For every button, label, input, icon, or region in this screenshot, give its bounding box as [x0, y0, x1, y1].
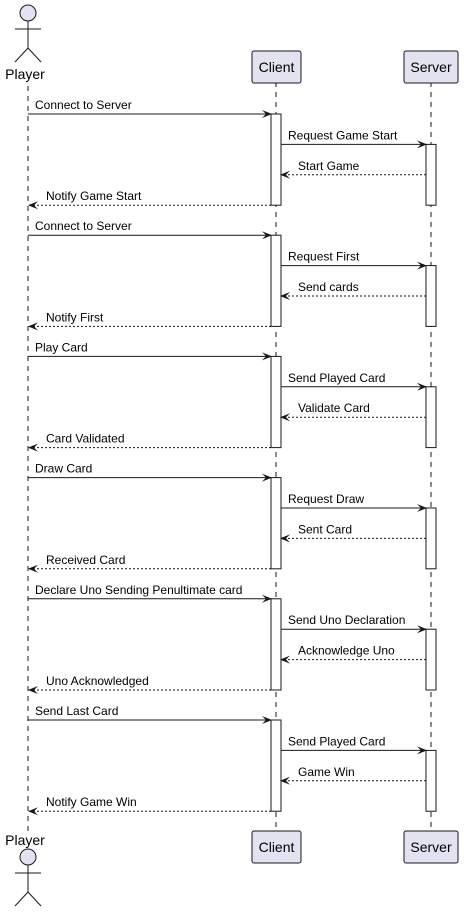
message: Start Game — [280, 159, 426, 179]
server-participant-bottom: Server — [403, 830, 459, 864]
server-activation-bar — [425, 386, 437, 449]
message-label: Request First — [288, 250, 360, 264]
message: Send Uno Declaration — [281, 613, 427, 634]
message-label: Card Validated — [46, 432, 125, 446]
message-label: Validate Card — [298, 401, 370, 415]
client-activation-bar — [270, 234, 282, 327]
message: Send Last Card — [28, 704, 272, 724]
message-label: Send Played Card — [288, 734, 385, 748]
server-activation-bar — [425, 143, 437, 206]
server-label-top: Server — [410, 59, 452, 75]
client-participant-top: Client — [251, 50, 302, 84]
message-label: Start Game — [298, 159, 360, 173]
message: Send cards — [280, 280, 426, 300]
client-activation-bar — [270, 477, 282, 570]
message: Draw Card — [28, 462, 272, 482]
player-actor-top: Player — [5, 4, 45, 82]
player-actor-bottom: Player — [5, 832, 45, 907]
message-label: Game Win — [298, 765, 355, 779]
message: Declare Uno Sending Penultimate card — [28, 583, 272, 603]
message: Request Draw — [281, 492, 427, 512]
client-label-top: Client — [259, 59, 295, 75]
message: Send Played Card — [281, 734, 427, 755]
stick-figure-icon — [14, 848, 42, 907]
message: Received Card — [28, 553, 271, 573]
message-label: Acknowledge Uno — [298, 644, 395, 658]
message: Connect to Server — [28, 98, 272, 118]
message-label: Received Card — [46, 553, 125, 567]
message: Send Played Card — [281, 371, 427, 391]
message: Validate Card — [280, 401, 426, 422]
player-label-top: Player — [5, 66, 45, 82]
message-label: Send cards — [298, 280, 359, 294]
message: Play Card — [28, 340, 272, 361]
message: Uno Acknowledged — [28, 674, 271, 694]
message-label: Play Card — [35, 340, 88, 354]
message-label: Send Played Card — [288, 371, 385, 385]
client-activation-bar — [270, 719, 282, 812]
message: Request First — [281, 250, 427, 270]
stick-figure-icon — [14, 4, 42, 63]
message-label: Draw Card — [35, 462, 92, 476]
message-label: Send Uno Declaration — [288, 613, 405, 627]
player-label-bottom: Player — [5, 832, 45, 848]
server-activation-bar — [425, 507, 437, 570]
message-label: Connect to Server — [35, 98, 132, 112]
server-label-bottom: Server — [410, 839, 452, 855]
activations — [270, 113, 437, 812]
message: Card Validated — [28, 432, 271, 452]
server-participant-top: Server — [403, 50, 459, 84]
client-label-bottom: Client — [259, 839, 295, 855]
server-activation-bar — [425, 628, 437, 691]
server-activation-bar — [425, 265, 437, 327]
message-label: Request Draw — [288, 492, 364, 506]
message: Notify First — [28, 310, 271, 331]
message: Notify Game Win — [28, 795, 271, 816]
message-label: Connect to Server — [35, 219, 132, 233]
message: Request Game Start — [281, 128, 427, 149]
message: Connect to Server — [28, 219, 272, 240]
client-activation-bar — [270, 598, 282, 691]
message-label: Request Game Start — [288, 128, 398, 142]
message: Acknowledge Uno — [280, 644, 426, 664]
message: Game Win — [280, 765, 426, 785]
message-label: Sent Card — [298, 522, 352, 536]
client-participant-bottom: Client — [251, 830, 302, 864]
lifelines — [27, 82, 432, 836]
message-label: Uno Acknowledged — [46, 674, 149, 688]
message-label: Send Last Card — [35, 704, 118, 718]
message-label: Notify First — [46, 310, 104, 324]
message-label: Notify Game Win — [46, 795, 137, 809]
message: Notify Game Start — [28, 189, 271, 210]
client-activation-bar — [270, 355, 282, 449]
message: Sent Card — [280, 522, 426, 543]
server-activation-bar — [425, 749, 437, 812]
message-label: Declare Uno Sending Penultimate card — [35, 583, 242, 597]
message-label: Notify Game Start — [46, 189, 142, 203]
client-activation-bar — [270, 113, 282, 206]
